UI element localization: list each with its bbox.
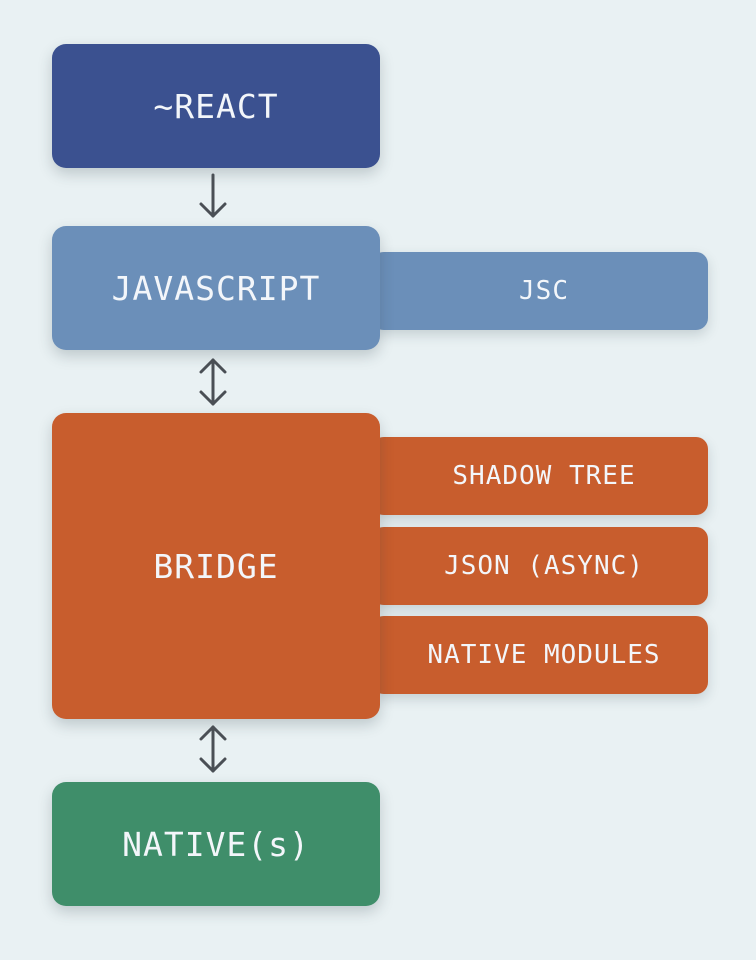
react-to-javascript-arrow-icon — [199, 173, 227, 218]
javascript-bridge-double-arrow-icon — [199, 358, 227, 406]
shadow-tree-label: SHADOW TREE — [452, 461, 636, 491]
bridge-layer-label: BRIDGE — [153, 546, 279, 586]
javascript-layer-box: JAVASCRIPT — [52, 226, 380, 350]
native-layer-label: NATIVE(s) — [122, 824, 310, 864]
react-layer-box: ~REACT — [52, 44, 380, 168]
native-modules-label: NATIVE MODULES — [427, 640, 661, 670]
jsc-label: JSC — [519, 276, 569, 306]
react-layer-label: ~REACT — [153, 86, 279, 126]
native-modules-box: NATIVE MODULES — [372, 616, 708, 694]
bridge-layer-box: BRIDGE — [52, 413, 380, 719]
shadow-tree-box: SHADOW TREE — [372, 437, 708, 515]
json-async-label: JSON (ASYNC) — [444, 551, 644, 581]
javascript-layer-label: JAVASCRIPT — [111, 268, 321, 308]
jsc-box: JSC — [372, 252, 708, 330]
bridge-native-double-arrow-icon — [199, 725, 227, 773]
native-layer-box: NATIVE(s) — [52, 782, 380, 906]
json-async-box: JSON (ASYNC) — [372, 527, 708, 605]
